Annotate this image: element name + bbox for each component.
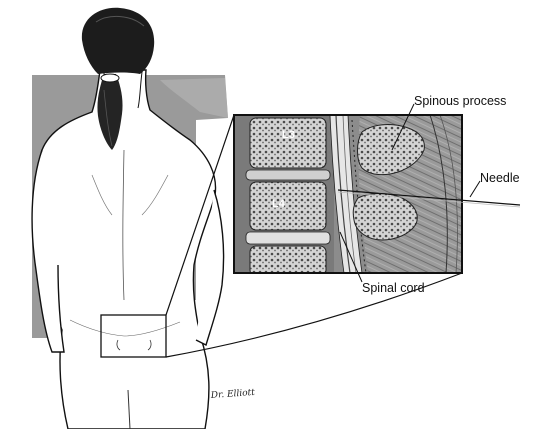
vertebra-l3-label: L3 (282, 129, 295, 141)
needle-label: Needle (480, 171, 520, 185)
intervertebral-disc-lower (246, 232, 330, 244)
intervertebral-disc-upper (246, 170, 330, 180)
patient-figure (32, 8, 224, 429)
hair (82, 8, 154, 74)
spinous-process-label: Spinous process (414, 94, 506, 108)
vertebra-l4-body (250, 182, 326, 230)
vertebra-l4-label: L4 (272, 198, 286, 210)
artist-signature: Dr. Elliott (210, 388, 256, 401)
spine-inset: L3 L4 (234, 115, 462, 276)
spinal-cord-label: Spinal cord (362, 281, 425, 295)
vertebra-l3-body (250, 118, 326, 168)
